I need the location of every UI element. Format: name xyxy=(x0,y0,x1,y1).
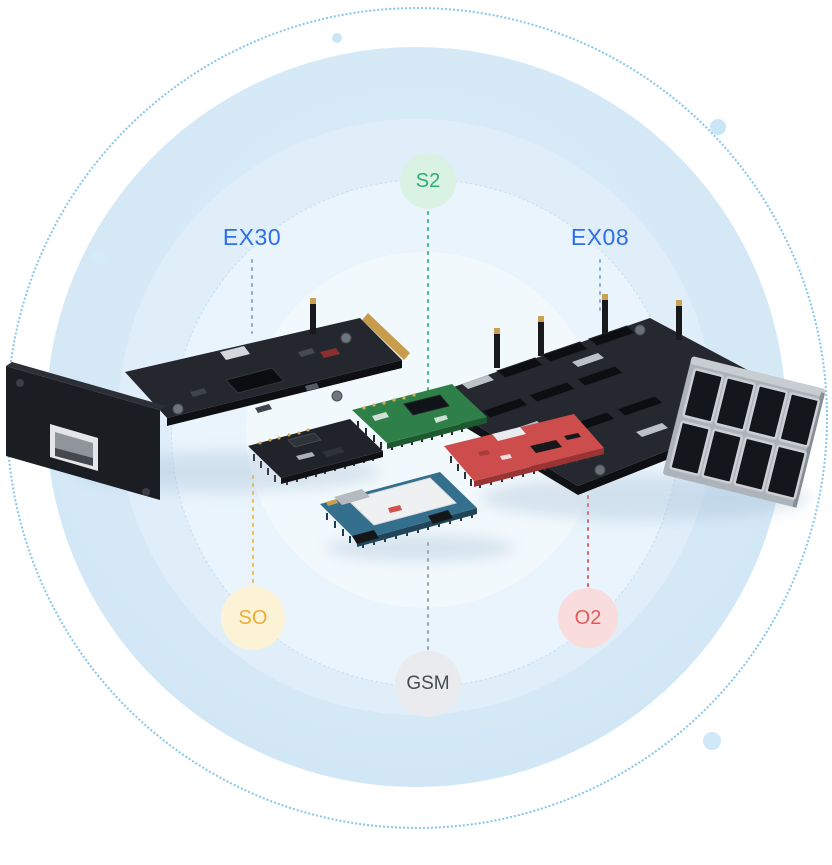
label-o2-badge: O2 xyxy=(558,588,618,648)
dot-top-right xyxy=(710,119,726,135)
o2-module xyxy=(444,414,604,488)
ex30-board xyxy=(6,298,410,500)
dot-left xyxy=(92,250,106,264)
dot-small-top xyxy=(332,33,342,43)
pin-headers xyxy=(494,294,682,368)
gsm-module xyxy=(320,472,477,548)
label-s2-badge: S2 xyxy=(400,153,456,209)
gold-pins xyxy=(258,428,310,445)
gold-pads xyxy=(362,393,416,410)
so-module xyxy=(248,419,383,485)
ex08-faceplate xyxy=(663,356,826,508)
label-ex30: EX30 xyxy=(222,224,282,250)
sim-slot xyxy=(334,489,370,505)
label-so-badge: SO xyxy=(221,586,285,650)
ex30-faceplate xyxy=(6,366,160,500)
radio-module xyxy=(347,477,457,526)
label-ex08: EX08 xyxy=(570,224,630,250)
gold-edge-connector xyxy=(362,313,410,360)
cpu-chip xyxy=(225,367,285,394)
label-gsm-badge: GSM xyxy=(395,651,461,717)
dot-bottom-right xyxy=(703,732,721,750)
s2-module xyxy=(352,384,487,450)
rj45-ports-ex08 xyxy=(669,368,820,500)
